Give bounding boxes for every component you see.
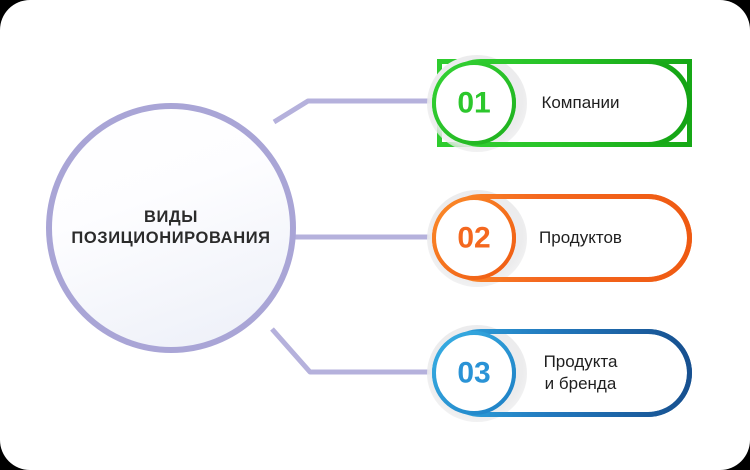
central-node-title: ВИДЫ ПОЗИЦИОНИРОВАНИЯ — [71, 207, 271, 247]
connector-line-3 — [270, 327, 432, 375]
item-number-badge-2[interactable]: 02 — [432, 196, 516, 280]
connector-line-1 — [272, 98, 432, 125]
central-node: ВИДЫ ПОЗИЦИОНИРОВАНИЯ — [46, 103, 296, 353]
item-number-badge-1[interactable]: 01 — [432, 61, 516, 145]
item-number-badge-3[interactable]: 03 — [432, 331, 516, 415]
